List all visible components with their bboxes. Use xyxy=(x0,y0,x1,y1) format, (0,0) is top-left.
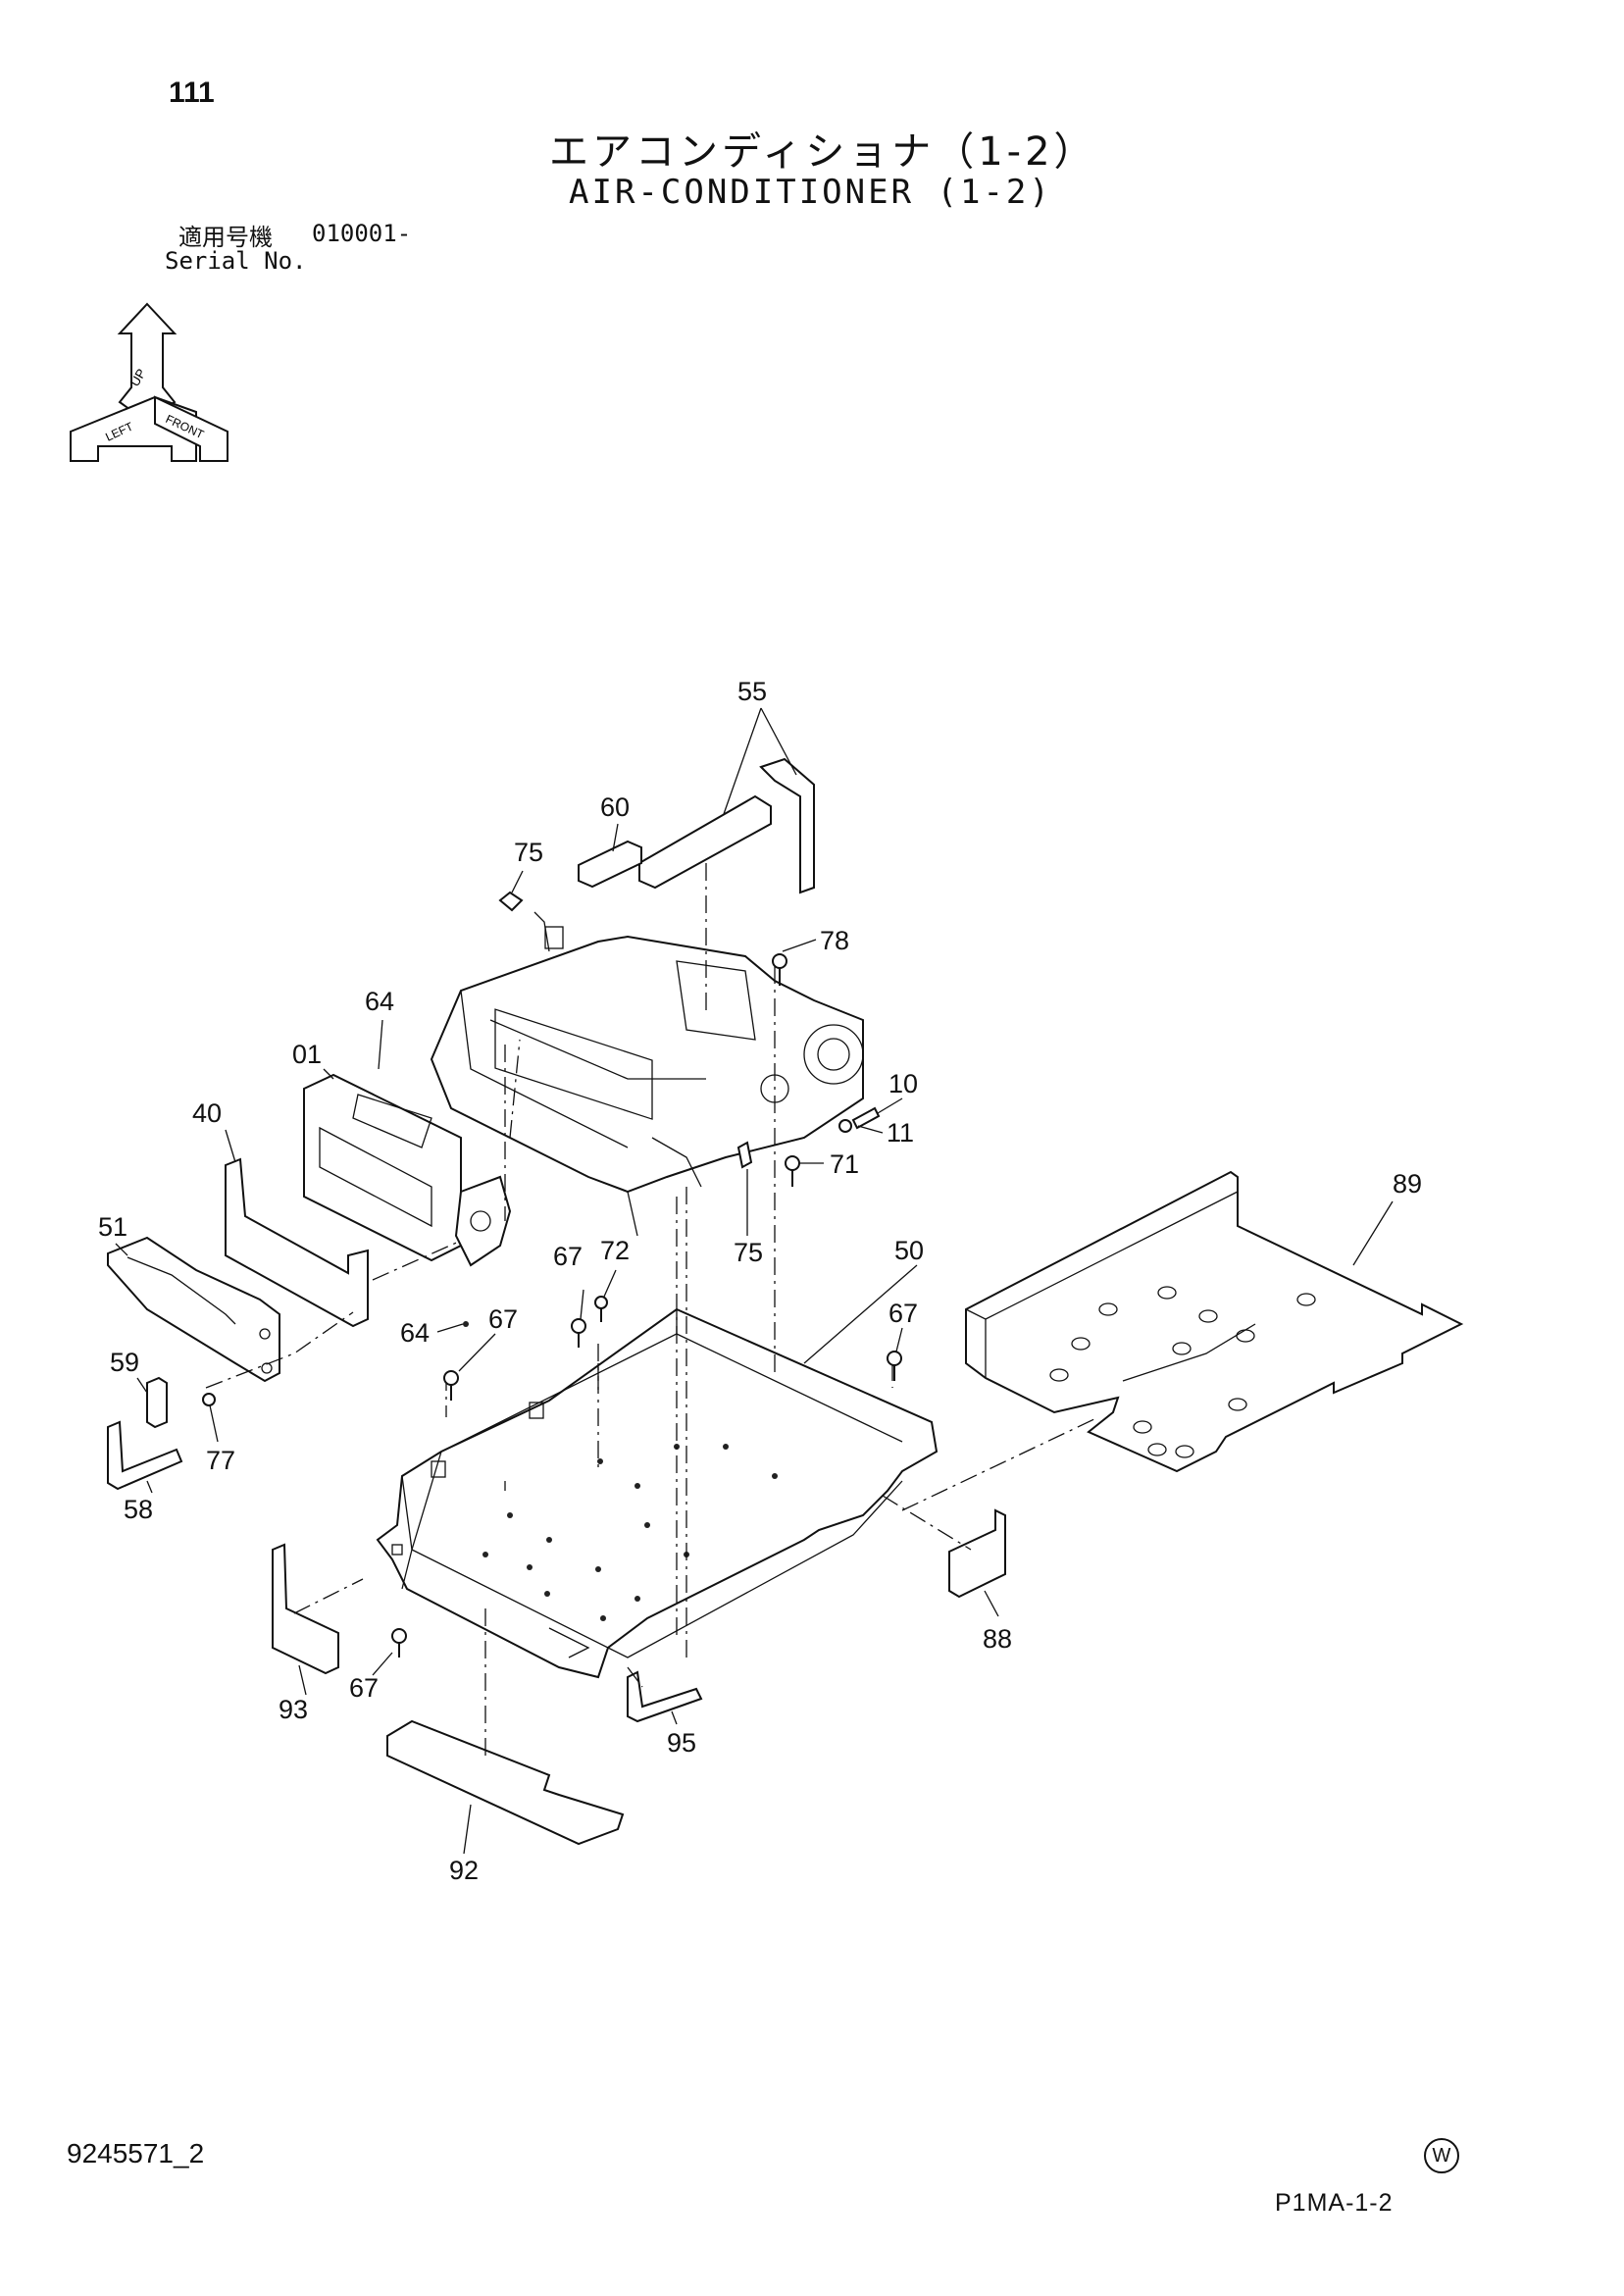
page-code: P1MA-1-2 xyxy=(1275,2189,1394,2217)
part-93-seal xyxy=(272,1543,339,1675)
part-58-seal xyxy=(107,1420,183,1491)
part-40-plate xyxy=(225,1157,369,1328)
callout-60: 60 xyxy=(600,792,630,822)
part-75-clip-bottom xyxy=(736,1141,753,1169)
serial-value: 010001- xyxy=(312,220,412,247)
callout-67-b: 67 xyxy=(488,1304,518,1334)
callout-89: 89 xyxy=(1393,1169,1422,1199)
callout-67-c: 67 xyxy=(888,1299,918,1328)
callout-01: 01 xyxy=(292,1040,322,1069)
part-67-bolt-d xyxy=(391,1628,407,1658)
leader-lines xyxy=(115,707,1394,1855)
callout-64-bottom: 64 xyxy=(400,1318,430,1348)
callout-75-bottom: 75 xyxy=(734,1238,763,1267)
callout-67-d: 67 xyxy=(349,1673,379,1703)
callout-67-a: 67 xyxy=(553,1242,583,1271)
callout-10: 10 xyxy=(888,1069,918,1098)
callout-58: 58 xyxy=(124,1495,153,1524)
fasteners xyxy=(202,891,902,1658)
part-55-seal xyxy=(638,757,815,894)
page-title-jp: エアコンディショナ（1-2） xyxy=(549,129,1097,175)
callout-51: 51 xyxy=(98,1212,127,1242)
callout-77: 77 xyxy=(206,1446,235,1475)
part-51-bracket xyxy=(107,1236,280,1383)
part-92-cover xyxy=(386,1719,625,1846)
callout-59: 59 xyxy=(110,1348,139,1377)
part-59-seal xyxy=(146,1376,168,1429)
part-11-bolt xyxy=(838,1119,852,1133)
part-67-bolt-c xyxy=(887,1351,902,1381)
callout-55: 55 xyxy=(737,677,767,706)
part-77-screw xyxy=(202,1393,216,1406)
serial-label-jp: 適用号機 xyxy=(178,224,273,251)
callout-50: 50 xyxy=(894,1236,924,1265)
air-conditioner-unit xyxy=(430,911,864,1237)
callout-95: 95 xyxy=(667,1728,696,1758)
copyright-mark: W xyxy=(1424,2138,1459,2173)
callout-40: 40 xyxy=(192,1098,222,1128)
callout-71: 71 xyxy=(830,1149,859,1179)
page-number: 111 xyxy=(169,77,215,109)
callout-88: 88 xyxy=(983,1624,1012,1654)
part-01-bracket xyxy=(303,1073,512,1267)
callout-72: 72 xyxy=(600,1236,630,1265)
part-50-tray xyxy=(376,1307,939,1679)
part-89-plate xyxy=(965,1170,1464,1473)
callout-11: 11 xyxy=(887,1118,914,1148)
part-88-seal xyxy=(948,1508,1006,1599)
part-60-seal xyxy=(578,840,642,889)
callout-64-top: 64 xyxy=(365,987,394,1016)
part-10-bolt xyxy=(851,1106,881,1130)
document-number: 9245571_2 xyxy=(67,2138,205,2168)
part-72-bolt xyxy=(594,1296,608,1322)
callout-75-top: 75 xyxy=(514,838,543,867)
part-67-bolt-b xyxy=(443,1370,459,1401)
part-64-clip xyxy=(463,1321,469,1327)
part-67-bolt-a xyxy=(571,1318,586,1348)
part-75-clip-top xyxy=(498,891,524,912)
part-78-bolt xyxy=(772,953,787,986)
part-95-seal xyxy=(627,1670,703,1723)
callout-92: 92 xyxy=(449,1856,479,1885)
serial-label-en: Serial No. xyxy=(165,247,307,275)
callout-93: 93 xyxy=(279,1695,308,1724)
page-title-en: AIR-CONDITIONER (1-2) xyxy=(569,173,1052,212)
callout-78: 78 xyxy=(820,926,849,955)
assembly-lines xyxy=(205,863,1099,1756)
orientation-symbol: UP LEFT FRONT xyxy=(70,302,228,462)
part-71-bolt xyxy=(785,1155,800,1187)
callout-labels: 55 60 75 78 64 01 10 11 40 71 89 51 75 5… xyxy=(98,677,1422,1885)
